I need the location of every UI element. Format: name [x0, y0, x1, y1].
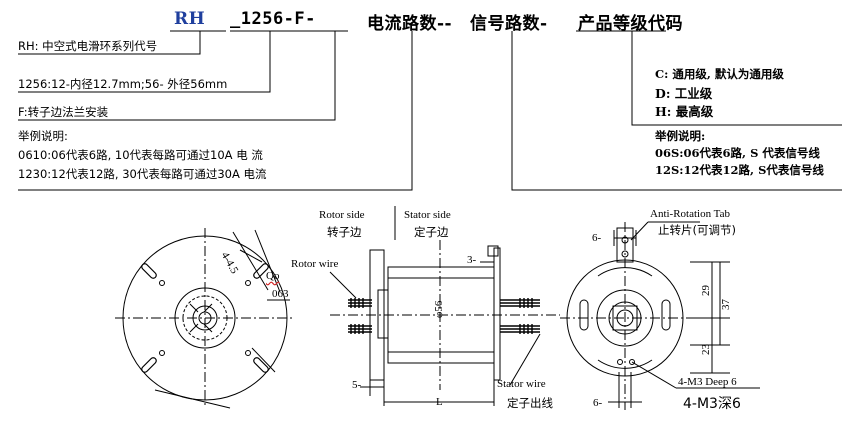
- header-current-circuits: 电流路数--: [367, 14, 453, 34]
- note-example-1: 0610:06代表6路, 10代表每路可通过10A 电 流: [18, 148, 263, 162]
- label-anti-rotation-cn: 止转片(可调节): [658, 223, 736, 237]
- dim-qo: Qo: [266, 270, 280, 282]
- note-example-2: 1230:12代表12路, 30代表每路可通过30A 电流: [18, 167, 267, 181]
- dim-29: 29: [700, 285, 712, 296]
- dim-063: 063: [272, 288, 289, 300]
- dim-l: L: [436, 396, 443, 408]
- label-hole-cn: 4-M3深6: [683, 396, 741, 412]
- dim-5: 5-: [352, 379, 362, 391]
- label-anti-rotation-tab: Anti-Rotation Tab: [650, 208, 730, 220]
- note-rh-desc: RH: 中空式电滑环系列代号: [18, 39, 158, 53]
- note-size-desc: 1256:12-内径12.7mm;56- 外径56mm: [18, 77, 228, 91]
- dim-23: 23: [700, 344, 712, 355]
- header-signal-circuits: 信号路数-: [470, 14, 548, 34]
- side-view: [329, 206, 560, 406]
- note-flange-desc: F:转子边法兰安装: [18, 105, 109, 119]
- grade-c: C: 通用级, 默认为通用级: [655, 67, 784, 81]
- right-example-title: 举例说明:: [655, 129, 706, 143]
- dim-6-bottom: 6-: [593, 397, 603, 409]
- label-stator-wire-cn: 定子出线: [507, 396, 553, 410]
- header-code: _1256-F-: [230, 9, 316, 29]
- dim-6-top: 6-: [592, 232, 602, 244]
- dim-37: 37: [720, 299, 732, 310]
- note-example-title: 举例说明:: [18, 129, 68, 143]
- dim-3: 3-: [467, 254, 477, 266]
- grade-d: D: 工业级: [655, 86, 713, 101]
- label-rotor-wire: Rotor wire: [291, 258, 339, 270]
- header-rh: RH: [174, 9, 206, 29]
- right-example-2: 12S:12代表12路, S代表信号线: [655, 163, 824, 177]
- label-rotor-side-cn: 转子边: [327, 225, 362, 239]
- stator-end-view: [560, 221, 760, 410]
- label-hole-en: 4-M3 Deep 6: [678, 376, 737, 388]
- grade-h: H: 最高级: [655, 104, 714, 119]
- label-stator-side: Stator side: [404, 209, 451, 221]
- header-grade-code: 产品等级代码: [578, 14, 683, 34]
- label-stator-side-cn: 定子边: [414, 225, 449, 239]
- dim-56: φ56: [433, 300, 445, 318]
- label-rotor-side: Rotor side: [319, 209, 365, 221]
- rotor-front-view: [115, 228, 295, 409]
- right-example-1: 06S:06代表6路, S 代表信号线: [655, 146, 820, 160]
- label-stator-wire: Stator wire: [497, 378, 546, 390]
